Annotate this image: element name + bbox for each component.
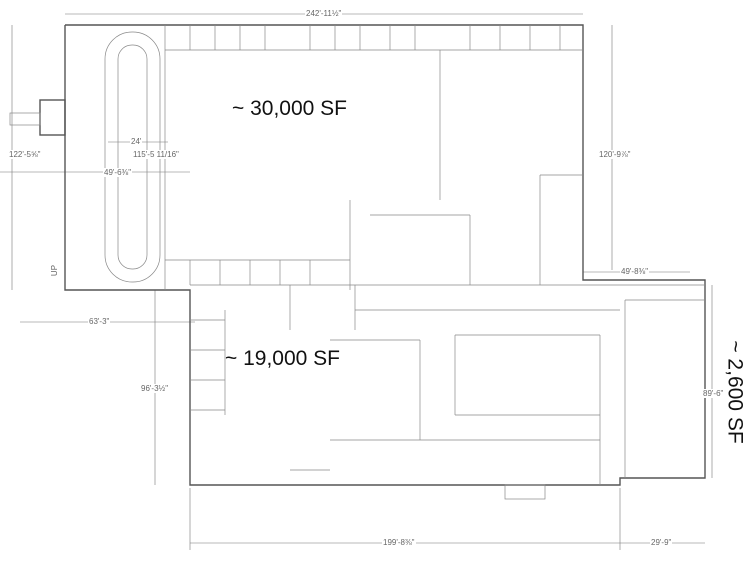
dim-right-height: 120'-9⅞" — [598, 150, 632, 159]
dim-right-offset: 49'-8⅜" — [620, 267, 650, 276]
exterior-walls — [9, 24, 706, 486]
perimeter-rooms — [189, 25, 561, 285]
dim-wing-width: 49'-6⅜" — [103, 168, 133, 177]
dimension-lines — [0, 13, 713, 550]
dim-bottom-width: 199'-8⅜" — [382, 538, 416, 547]
dim-lower-left-width: 63'-3" — [88, 317, 111, 326]
area-label-lower: ~ 19,000 SF — [225, 347, 340, 370]
dim-lower-height: 96'-3½" — [140, 384, 170, 393]
dim-track-length: 115'-5 11/16" — [132, 150, 180, 159]
stair-up-label: UP — [50, 263, 60, 278]
dim-top-width: 242'-11½" — [305, 9, 343, 18]
dim-annex-height: 89'-6" — [702, 389, 725, 398]
dim-left-height: 122'-5⅝" — [8, 150, 42, 159]
area-label-annex: ~ 2,600 SF — [723, 340, 747, 444]
dim-track-width: 24' — [130, 137, 143, 146]
area-label-main: ~ 30,000 SF — [232, 97, 347, 120]
dim-annex-width: 29'-9" — [650, 538, 673, 547]
